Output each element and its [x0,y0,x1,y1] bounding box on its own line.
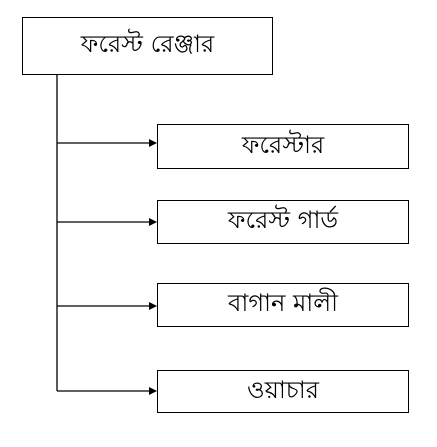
root-node-forest-ranger: ফরেস্ট রেঞ্জার [22,17,273,75]
child-node-label: ওয়াচার [247,375,319,404]
child-node-forester: ফরেস্টার [157,124,409,169]
child-node-label: ফরেস্টার [241,130,325,159]
child-node-forest-guard: ফরেস্ট গার্ড [157,200,409,244]
child-node-garden-gardener: বাগান মালী [157,283,409,327]
child-node-label: ফরেস্ট গার্ড [227,206,339,234]
root-node-label: ফরেস্ট রেঞ্জার [80,30,215,58]
child-node-label: বাগান মালী [228,289,338,317]
child-node-watcher: ওয়াচার [157,370,409,413]
